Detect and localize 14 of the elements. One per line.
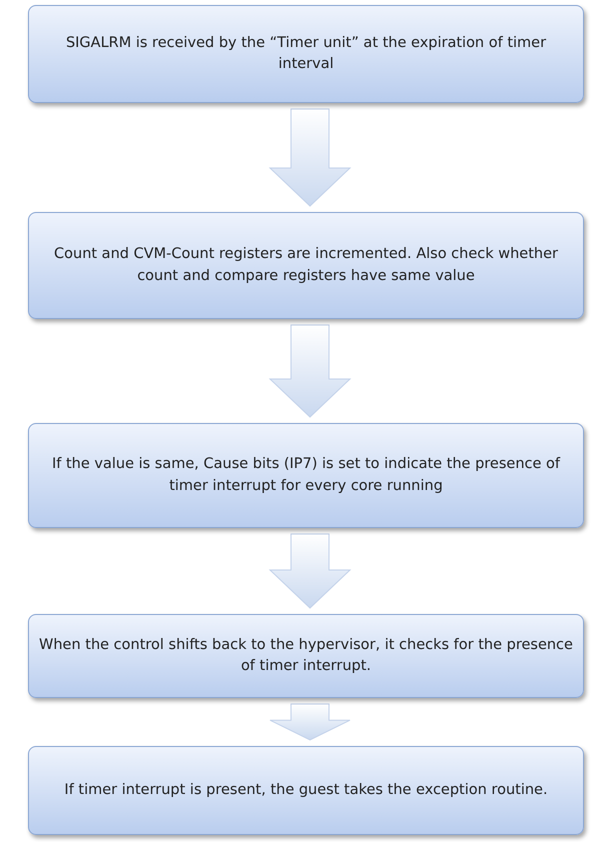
process-box [28,614,584,698]
block-arrow [268,324,352,418]
step-text: If the value is same, Cause bits (IP7) is set to indicate the presence of timer interrupt for every core running [50,455,562,496]
block-arrow [268,534,352,609]
step-text: If timer interrupt is present, the guest takes the exception routine. [64,780,548,800]
process-box [28,5,584,103]
process-box [28,212,584,319]
step-text: Count and CVM-Count registers are incremented. Also check whether count and compare registers have same value [53,245,559,286]
block-arrow [270,704,350,741]
process-box [28,423,584,528]
block-arrow [268,108,352,207]
process-box [28,746,584,835]
step-text: When the control shifts back to the hypervisor, it checks for the presence of timer interrupt. [38,636,574,676]
step-text: SIGALRM is received by the “Timer unit” at the expiration of timer interval [64,34,548,74]
